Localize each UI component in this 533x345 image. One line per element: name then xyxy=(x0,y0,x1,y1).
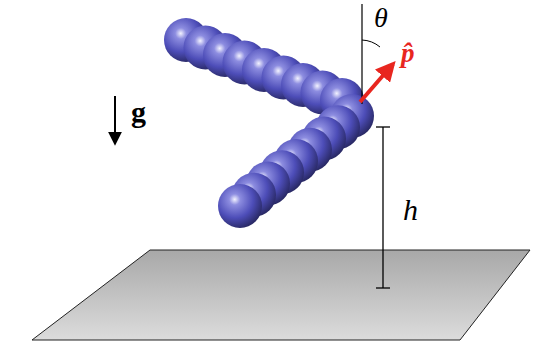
height-bar xyxy=(382,127,383,288)
vertical-reference xyxy=(361,4,362,104)
rod-bead xyxy=(218,184,262,228)
gravity-arrow xyxy=(114,96,116,143)
bent-rod xyxy=(164,18,374,228)
floor-plane xyxy=(32,250,530,340)
height-label: h xyxy=(403,195,418,225)
vector-label: p̂ xyxy=(401,40,415,67)
height-tick xyxy=(376,287,390,288)
angle-arc xyxy=(362,40,380,47)
angle-label: θ xyxy=(374,4,388,32)
gravity-label: g xyxy=(131,97,146,127)
height-tick xyxy=(376,126,390,127)
orientation-arrow xyxy=(360,64,393,102)
